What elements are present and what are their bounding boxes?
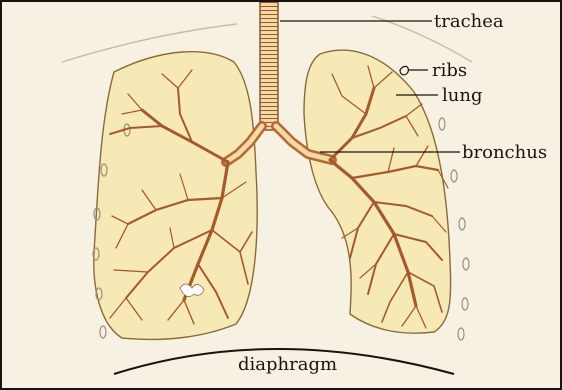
label-lung: lung [442, 85, 482, 106]
label-trachea: trachea [434, 11, 504, 32]
rib-cross-section-icon [400, 66, 408, 74]
trachea [260, 2, 278, 130]
label-bronchus: bronchus [462, 142, 547, 163]
left-lung [94, 52, 257, 340]
label-diaphragm: diaphragm [238, 354, 337, 375]
label-ribs: ribs [432, 60, 467, 81]
right-lung [304, 50, 451, 333]
